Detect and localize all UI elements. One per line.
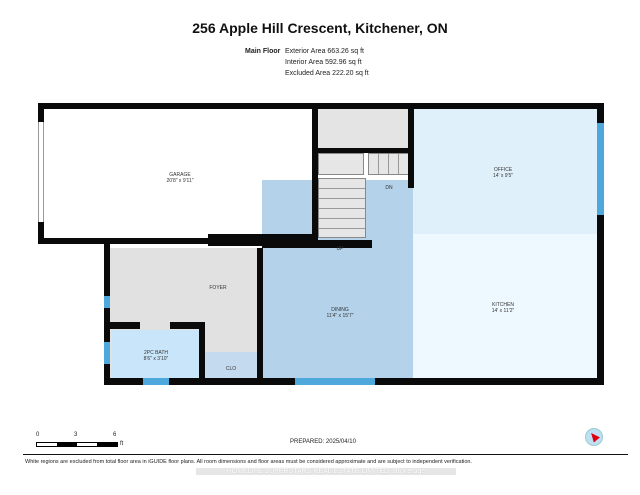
prepared-date: PREPARED: 2025/04/10 [290,439,356,445]
window [38,122,44,222]
scale-tick: 6 [113,432,117,438]
room-name: OFFICE [493,167,513,173]
window [295,378,375,385]
foyer-label: FOYER [209,285,227,291]
wall [104,244,110,385]
watermark: HOMELIFE SUPERSTARS REAL ESTATE LIMITED,… [196,468,456,475]
stair-up-label: UP [336,246,344,252]
wall [110,322,140,329]
room-name: DINING [331,307,349,313]
area-summary: Main Floor Exterior Area 663.26 sq ft In… [245,46,369,79]
room-bath [112,330,200,378]
stairs-down [318,153,364,175]
stairs-landing [368,153,410,175]
room-name: GARAGE [169,172,191,178]
page-title: 256 Apple Hill Crescent, Kitchener, ON [192,20,448,36]
window [143,378,169,385]
room-closet [205,352,258,378]
floor-name: Main Floor [245,48,281,55]
room-name: KITCHEN [492,302,514,308]
room-dims: 8'6" x 3'10" [143,356,169,362]
wall [597,103,604,385]
room-dims: 20'8" x 9'11" [166,178,194,184]
scale-tick: 3 [74,432,78,438]
wall [408,103,414,188]
window [104,296,110,308]
room-name: 2PC BATH [143,350,169,356]
stair-area [318,109,408,149]
wall [170,322,204,329]
scale-unit: ft [120,441,124,447]
room-dims: 14' x 9'5" [492,173,514,179]
window [597,123,604,215]
wall [199,322,205,382]
wall [312,103,318,246]
scale-tick: 0 [36,432,40,438]
excluded-area: Excluded Area 222.20 sq ft [285,70,369,77]
divider [23,454,628,455]
compass-icon [585,428,603,446]
room-dims: 14' x 11'2" [491,308,515,314]
room-office [413,109,598,234]
wall [262,240,372,248]
room-kitchen [413,234,598,379]
wall [38,103,604,109]
interior-area: Interior Area 592.96 sq ft [285,59,362,66]
room-dims: 11'4" x 15'7" [326,313,354,319]
stairs-up [318,178,366,238]
stair-down-label: DN [385,185,393,191]
closet-label: CLO [225,366,237,372]
exterior-area: Exterior Area 663.26 sq ft [285,48,364,55]
window [104,342,110,364]
wall [257,248,263,378]
wall [316,148,414,153]
scale-bar: 0 3 6 ft [36,432,126,452]
disclaimer: White regions are excluded from total fl… [25,459,472,465]
wall [38,238,210,244]
